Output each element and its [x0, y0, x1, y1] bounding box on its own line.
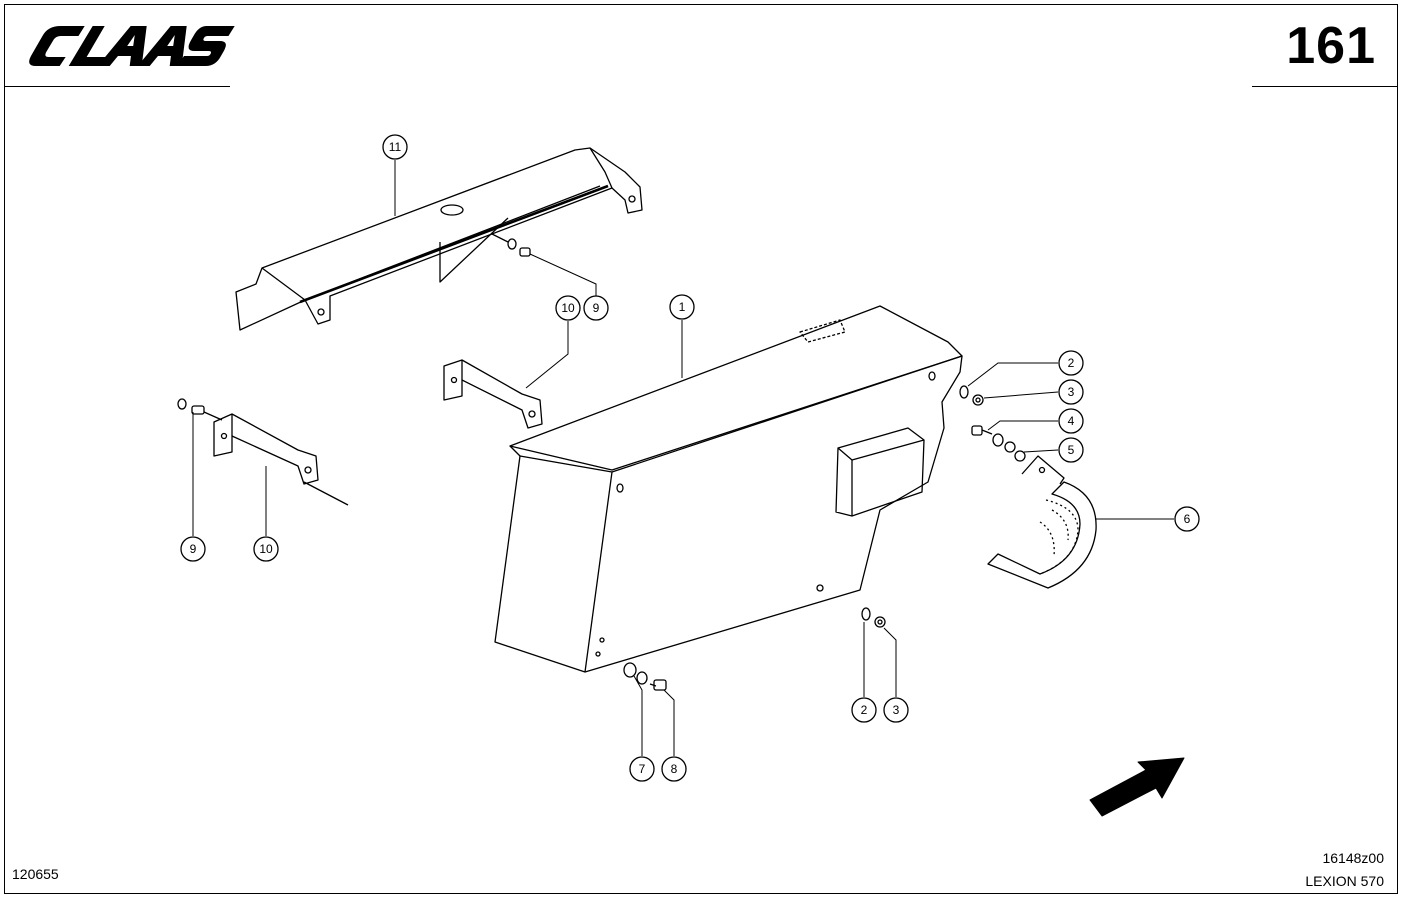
part-11-beam[interactable]: [235, 147, 643, 331]
svg-text:5: 5: [1068, 443, 1075, 457]
svg-text:6: 6: [1184, 512, 1191, 526]
svg-text:8: 8: [671, 762, 678, 776]
part-4-bolt[interactable]: [971, 425, 993, 436]
callout-10-upper[interactable]: 10: [555, 295, 581, 321]
callout-10-lower[interactable]: 10: [253, 536, 279, 562]
model-name: LEXION 570: [1305, 873, 1384, 889]
claas-logo: [29, 26, 235, 66]
document-id: 120655: [12, 866, 59, 882]
svg-text:9: 9: [593, 301, 600, 315]
svg-text:9: 9: [190, 542, 197, 556]
part-3-nut-right[interactable]: [972, 394, 984, 406]
svg-text:3: 3: [893, 703, 900, 717]
svg-text:1: 1: [679, 300, 686, 314]
part-7-washers[interactable]: [623, 662, 648, 685]
callout-2-right[interactable]: 2: [1058, 350, 1084, 376]
callout-7[interactable]: 7: [629, 756, 655, 782]
arrow-direction-icon: [1089, 757, 1185, 817]
svg-text:2: 2: [1068, 356, 1075, 370]
callout-5[interactable]: 5: [1058, 437, 1084, 463]
callout-11[interactable]: 11: [382, 134, 408, 160]
part-2-washer-right[interactable]: [959, 385, 969, 399]
svg-text:10: 10: [259, 542, 273, 556]
svg-text:4: 4: [1068, 414, 1075, 428]
callout-3-right[interactable]: 3: [1058, 379, 1084, 405]
svg-text:2: 2: [861, 703, 868, 717]
callout-2-bottom[interactable]: 2: [851, 697, 877, 723]
part-1-cover[interactable]: [494, 305, 963, 673]
drawing-frame: [4, 4, 1398, 894]
page-number-underline: [1252, 86, 1398, 87]
svg-text:11: 11: [389, 140, 402, 154]
svg-text:7: 7: [639, 762, 646, 776]
part-9-screw-lower[interactable]: [177, 398, 223, 421]
callout-9-lower[interactable]: 9: [180, 536, 206, 562]
part-10-bracket-lower[interactable]: [213, 413, 349, 506]
callout-1[interactable]: 1: [669, 294, 695, 320]
callout-4[interactable]: 4: [1058, 408, 1084, 434]
part-10-bracket-upper[interactable]: [443, 359, 543, 429]
logo-underline: [4, 86, 230, 87]
part-5-washer-nut[interactable]: [992, 433, 1026, 462]
page-number: 161: [1286, 17, 1376, 75]
svg-text:10: 10: [561, 301, 575, 315]
callout-6[interactable]: 6: [1174, 506, 1200, 532]
part-9-screw-upper[interactable]: [491, 233, 531, 257]
part-6-step[interactable]: [987, 455, 1097, 589]
callout-8[interactable]: 8: [661, 756, 687, 782]
part-2-washer-bottom[interactable]: [861, 607, 871, 621]
leader-lines: [192, 160, 1174, 756]
callout-3-bottom[interactable]: 3: [883, 697, 909, 723]
part-3-nut-bottom[interactable]: [874, 616, 886, 628]
callout-9-upper[interactable]: 9: [583, 295, 609, 321]
drawing-id: 16148z00: [1322, 850, 1384, 866]
svg-text:3: 3: [1068, 385, 1075, 399]
part-8-bolt[interactable]: [649, 679, 667, 691]
